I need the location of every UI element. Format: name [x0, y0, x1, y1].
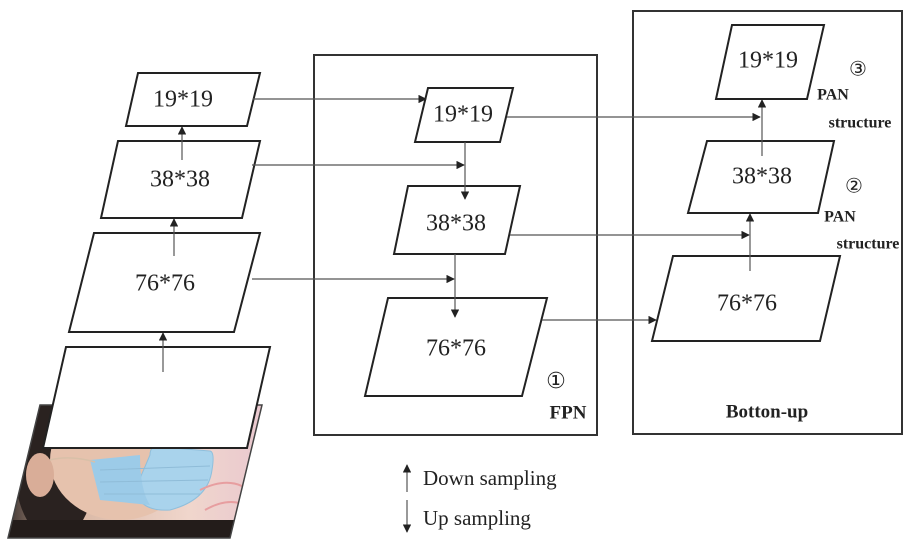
backbone-label-76: 76*76: [135, 271, 195, 297]
fpn-title: FPN: [550, 402, 587, 423]
fpn-label-38: 38*38: [426, 211, 486, 237]
backbone-label-19: 19*19: [153, 87, 213, 113]
pan-label-19: 19*19: [738, 48, 798, 74]
backbone-layer-19: [124, 72, 262, 127]
backbone-label-38: 38*38: [150, 167, 210, 193]
fpn-layer-38: [392, 185, 522, 255]
pan-label-38: 38*38: [732, 164, 792, 190]
pan-index-2: ②: [845, 174, 863, 198]
backbone-input-layer: [41, 346, 272, 449]
fpn-layer-76: [363, 297, 549, 397]
legend-down-label: Down sampling: [423, 466, 557, 490]
backbone-layer-38: [99, 140, 262, 219]
pan-label-76: 76*76: [717, 291, 777, 317]
fpn-box: [313, 54, 598, 436]
pan-label-2-line1: PAN: [824, 209, 856, 226]
legend-up-label: Up sampling: [423, 506, 531, 530]
pan-layer-76: [650, 255, 842, 342]
pan-layer-19: [714, 24, 826, 100]
pan-index-3: ③: [849, 57, 867, 81]
backbone-layer-76: [67, 232, 262, 333]
fpn-label-76: 76*76: [426, 336, 486, 362]
pan-label-3-line1: PAN: [817, 87, 849, 104]
fpn-layer-19: [413, 87, 515, 143]
fpn-index: ①: [546, 369, 566, 394]
bottom-up-box: [632, 10, 903, 435]
pan-layer-38: [686, 140, 836, 214]
pan-label-2-line2: structure: [837, 236, 900, 253]
bottom-up-title: Botton-up: [726, 401, 808, 422]
legend: Down sampling Up sampling: [402, 464, 557, 533]
fpn-label-19: 19*19: [433, 102, 493, 128]
pan-label-3-line2: structure: [829, 115, 892, 132]
